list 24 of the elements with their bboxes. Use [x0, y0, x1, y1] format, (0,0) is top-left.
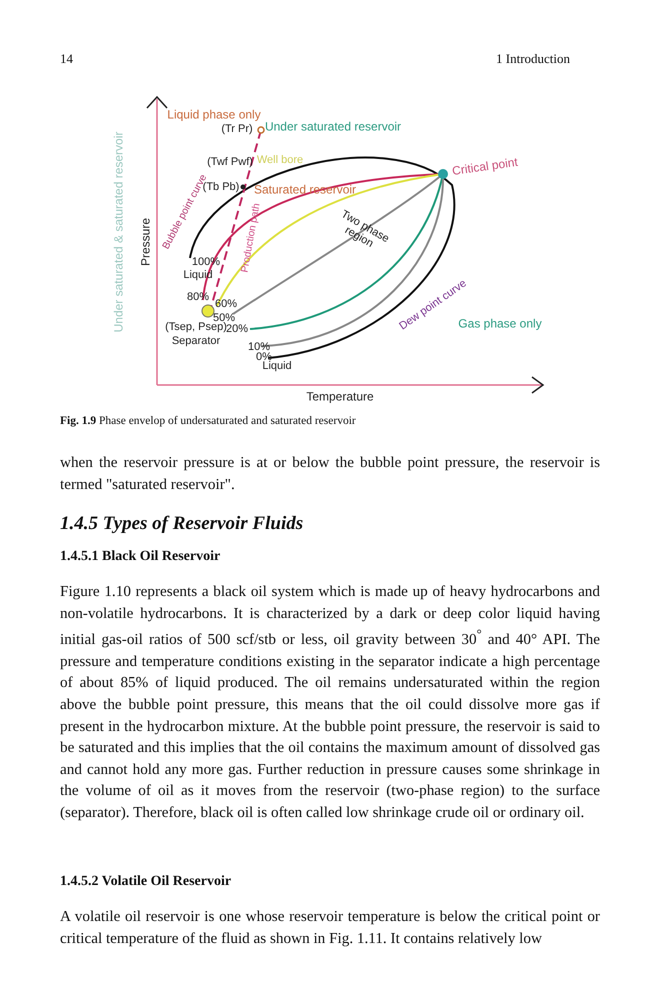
axis-title: Pressure [139, 218, 153, 266]
point-label: Critical point [451, 156, 519, 178]
point-label: Separator [172, 334, 220, 348]
quality-label: 20% [226, 322, 248, 336]
body-paragraph: A volatile oil reservoir is one whose reservoir temperature is below the critical point or critical temperature of the fluid as shown in Fig. 1.11. It contains relatively low [60, 907, 600, 949]
page-number: 14 [60, 52, 73, 66]
subsection-heading: 1.4.5.1 Black Oil Reservoir [60, 549, 220, 564]
curve-label: Production path [240, 202, 262, 274]
quality-label: 60% [214, 298, 238, 310]
body-paragraph: Figure 1.10 represents a black oil system which is made up of heavy hydrocarbons and non-volatile hydrocarbons. It is characterized by a dark or deep color liquid having initial gas-oil ratios of 500 scf/stb or less, oil gravity between 30$^{°}$ and 40° API. The pressure and temperature conditions existing in the separator indicate a high percentage of about 85% of liquid produced. The oil remains undersaturated within the region above the bubble point pressure, this means that the oil could dissolve more gas if present in the hydrocarbon mixture. At the bubble point pressure, the reservoir is said to be saturated and this implies that the oil contains the maximum amount of dissolved gas and cannot hold any more gas. Further reduction in pressure causes some shrinkage in the volume of oil as it moves from the reservoir (two-phase region) to the surface (separator). Therefore, black oil is often called low shrinkage crude oil or ordinary oil. [60, 582, 600, 823]
body-paragraph: when the reservoir pressure is at or below the bubble point pressure, the reservoir is termed "saturated reservoir". [60, 453, 600, 495]
subsection-heading: 1.4.5.2 Volatile Oil Reservoir [60, 874, 232, 890]
running-header: 1 Introduction [496, 52, 570, 66]
axis-title: Temperature [306, 390, 374, 404]
region-label: Gas phase only [458, 317, 542, 331]
figure-caption: Fig. 1.9 Phase envelop of undersaturated and saturated reservoir [60, 415, 356, 428]
region-label: Liquid phase only [167, 108, 261, 122]
section-heading: 1.4.5 Types of Reservoir Fluids [60, 514, 304, 535]
point-label: (Tr Pr) [221, 122, 253, 136]
quality-label: Liquid [262, 360, 292, 372]
quality-label: 10% [248, 340, 270, 353]
axis-title: Under saturated & saturated reservoir [112, 132, 126, 332]
curve-label: Well bore [256, 154, 304, 166]
region-label: Under saturated reservoir [264, 120, 402, 134]
